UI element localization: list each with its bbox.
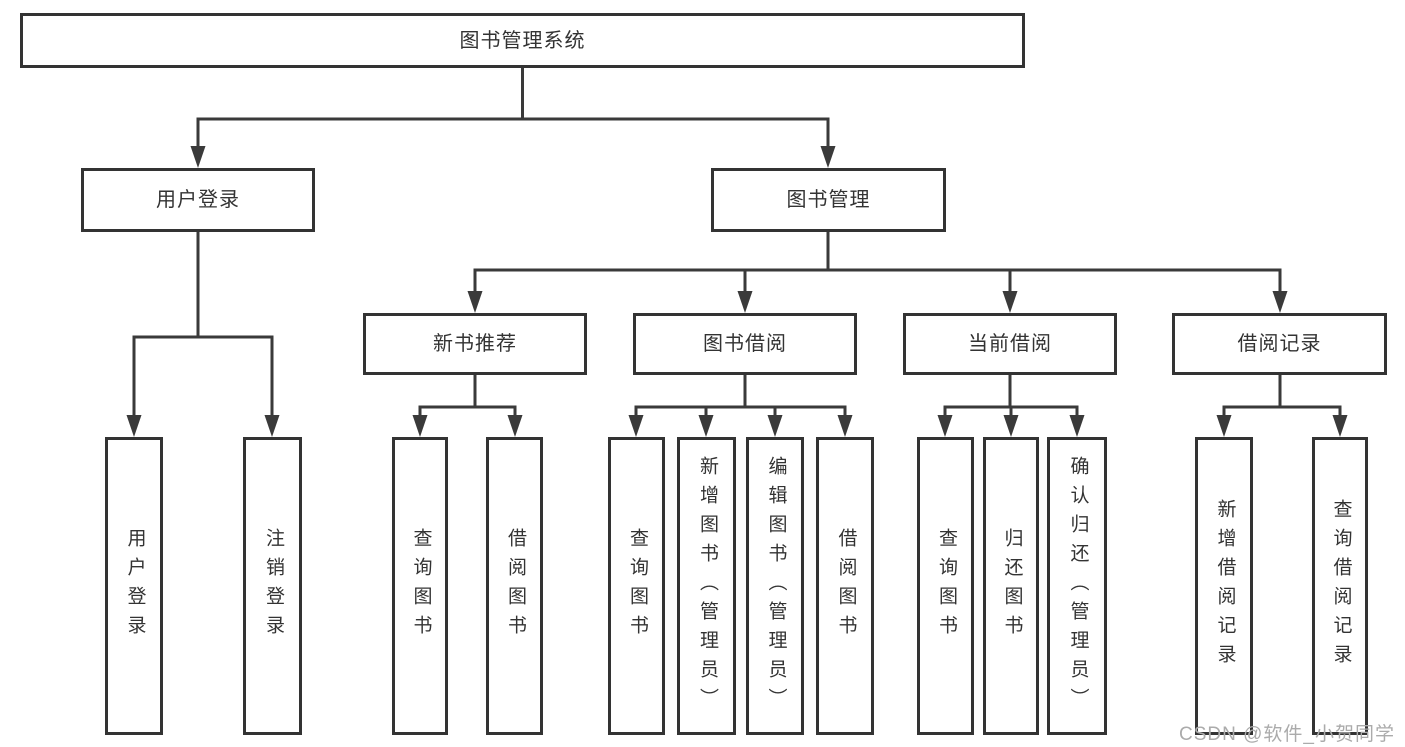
leaf-newbook-borrow-book: 借阅图书 xyxy=(486,437,543,735)
leaf-label: 借阅图书 xyxy=(835,528,857,644)
connector-book-borrow-to-leaves xyxy=(628,373,853,437)
node-label: 图书管理系统 xyxy=(459,29,586,52)
leaf-borrowing-query-book: 查询图书 xyxy=(608,437,665,735)
connector-book-mgmt-to-level3 xyxy=(467,230,1288,313)
leaf-label: 查询图书 xyxy=(410,528,432,644)
node-book-borrowing: 图书借阅 xyxy=(633,313,857,375)
node-label: 借阅记录 xyxy=(1237,333,1322,355)
node-label: 用户登录 xyxy=(156,189,240,211)
leaf-current-query-book: 查询图书 xyxy=(917,437,974,735)
connector-borrow-record-to-leaves xyxy=(1216,373,1348,437)
leaf-logout-login: 注销登录 xyxy=(243,437,302,735)
node-new-book-recommendation: 新书推荐 xyxy=(363,313,587,375)
node-label: 图书借阅 xyxy=(703,333,787,355)
leaf-user-login: 用户登录 xyxy=(105,437,163,735)
leaf-borrowing-borrow-book: 借阅图书 xyxy=(816,437,874,735)
leaf-records-add-record: 新增借阅记录 xyxy=(1195,437,1253,735)
leaf-borrowing-edit-book-admin: 编辑图书（管理员） xyxy=(746,437,804,735)
leaf-label: 查询借阅记录 xyxy=(1330,499,1352,673)
leaf-current-confirm-return-admin: 确认归还（管理员） xyxy=(1047,437,1107,735)
connector-root-to-level2 xyxy=(190,66,836,168)
node-label: 新书推荐 xyxy=(433,333,517,355)
leaf-label: 新增图书（管理员） xyxy=(696,455,718,717)
connector-current-borrow-to-leaves xyxy=(937,373,1085,437)
node-label: 当前借阅 xyxy=(968,333,1052,355)
leaf-label: 编辑图书（管理员） xyxy=(765,455,787,717)
leaf-label: 新增借阅记录 xyxy=(1214,499,1236,673)
leaf-newbook-query-book: 查询图书 xyxy=(392,437,448,735)
connector-new-book-to-leaves xyxy=(412,373,523,437)
leaf-label: 归还图书 xyxy=(1001,528,1023,644)
leaf-current-return-book: 归还图书 xyxy=(983,437,1039,735)
connector-user-login-to-leaves xyxy=(126,230,280,437)
node-root: 图书管理系统 xyxy=(20,13,1025,68)
node-borrowing-records: 借阅记录 xyxy=(1172,313,1387,375)
node-current-borrowing: 当前借阅 xyxy=(903,313,1117,375)
leaf-borrowing-add-book-admin: 新增图书（管理员） xyxy=(677,437,736,735)
leaf-label: 确认归还（管理员） xyxy=(1067,455,1089,717)
leaf-label: 查询图书 xyxy=(626,528,648,644)
leaf-records-query-record: 查询借阅记录 xyxy=(1312,437,1368,735)
leaf-label: 注销登录 xyxy=(262,528,284,644)
leaf-label: 查询图书 xyxy=(935,528,957,644)
watermark: CSDN @软件_小贺同学 xyxy=(1179,724,1395,745)
leaf-label: 借阅图书 xyxy=(504,528,526,644)
node-book-management: 图书管理 xyxy=(711,168,946,232)
node-user-login: 用户登录 xyxy=(81,168,315,232)
leaf-label: 用户登录 xyxy=(124,528,146,644)
node-label: 图书管理 xyxy=(786,189,871,211)
